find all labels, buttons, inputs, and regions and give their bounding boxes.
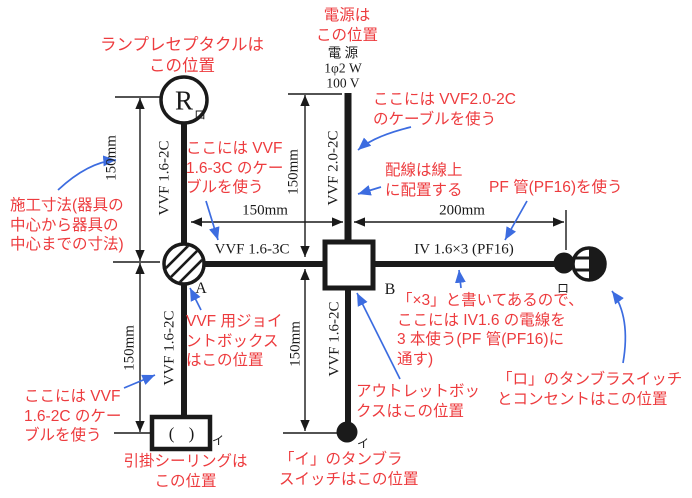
dim-150mm-horizontal: 150mm: [242, 202, 288, 219]
use-vvf-20-2c-note: ここには VVF2.0-2C のケーブルを使う: [373, 91, 516, 128]
installation-dimension-note: 施工寸法(器具の 中心から器具の 中心までの寸法): [10, 197, 124, 253]
joint-box-letter-a: A: [195, 280, 207, 297]
circuit-label-i-switch: イ: [356, 436, 370, 451]
annotation-arrows: [57, 126, 627, 389]
power-location-note: 電源は この位置: [315, 7, 378, 44]
dim-150mm-center-bottom: 150mm: [287, 321, 304, 367]
arrow-pf-conduit: [504, 200, 528, 241]
arrow-wiring-on-line: [357, 185, 382, 196]
arrow-vvf-16-2c: [123, 374, 156, 389]
wiring-on-line-note: 配線は線上 に配置する: [385, 162, 463, 199]
tumbler-switch-ro-note: 「ロ」のタンブラスイッチ とコンセントはこの位置: [497, 371, 683, 408]
tumbler-switch-i-symbol: [336, 421, 358, 443]
iv-x3-note: 「×3」と書いてあるので、 ここには IV1.6 の電線を 3 本使う(PF 管…: [397, 292, 584, 368]
ceiling-rose-symbol: [149, 414, 213, 452]
lamp-receptacle-symbol: [159, 75, 209, 125]
wall-outlet-symbol: [571, 246, 607, 282]
lamp-receptacle-letter: R: [174, 85, 194, 116]
circuit-cables: [181, 93, 555, 423]
arrow-vvf-16-3c: [205, 200, 220, 241]
dim-150mm-left-bottom: 150mm: [121, 325, 138, 371]
pf-conduit-note: PF 管(PF16)を使う: [489, 179, 623, 196]
tumbler-switch-i-note: 「イ」のタンブラ スイッチはこの位置: [279, 451, 419, 488]
dim-200mm-horizontal: 200mm: [439, 202, 485, 219]
arrow-switch-ro: [611, 290, 627, 364]
dimension-lines: [113, 93, 567, 434]
cable-label-vvf-16-3c: VVF 1.6-3C: [214, 241, 290, 258]
cable-label-vvf-16-2c-top: VVF 1.6-2C: [156, 140, 173, 216]
tumbler-switch-ro-symbol: [553, 252, 575, 274]
outlet-box-symbol: [322, 239, 376, 291]
arrow-installation-dimension: [57, 155, 117, 191]
dim-150mm-center-top: 150mm: [285, 149, 302, 195]
dim-150mm-left-top: 150mm: [103, 135, 120, 181]
circuit-label-i-rose: イ: [211, 433, 225, 448]
joint-box-symbol: [162, 242, 206, 286]
outlet-box-note: アウトレットボッ クスはこの位置: [356, 383, 481, 420]
use-vvf-16-2c-note: ここには VVF 1.6-2C のケー ブルを使う: [24, 388, 122, 444]
ceiling-rose-glyph: ( ): [168, 424, 200, 443]
circuit-label-ro-switch: ロ: [556, 281, 570, 296]
cable-label-vvf-16-2c-left-bottom: VVF 1.6-2C: [161, 310, 178, 386]
arrow-joint-box: [189, 287, 202, 311]
power-spec-label: 電 源 1φ2 W 100 V: [324, 45, 362, 91]
cable-label-iv-pf16: IV 1.6×3 (PF16): [414, 241, 514, 258]
ceiling-rose-note: 引掛シーリングは この位置: [123, 453, 248, 490]
lamp-receptacle-note: ランプレセプタクルは この位置: [99, 36, 264, 75]
joint-box-note: VVF 用ジョイ ントボックス はこの位置: [186, 313, 283, 369]
use-vvf-16-3c-note: ここには VVF 1.6-3C のケー ブルを使う: [186, 140, 284, 196]
arrow-outlet-box: [356, 292, 401, 380]
outlet-box-letter-b: B: [384, 281, 396, 298]
cable-label-vvf-20-2c: VVF 2.0-2C: [325, 130, 342, 206]
circuit-label-ro-receptacle: ロ: [194, 108, 207, 122]
arrow-vvf-20-2c: [357, 126, 412, 151]
cable-label-vvf-16-2c-center-bottom: VVF 1.6-2C: [326, 301, 343, 377]
arrow-iv-x3: [455, 269, 466, 289]
